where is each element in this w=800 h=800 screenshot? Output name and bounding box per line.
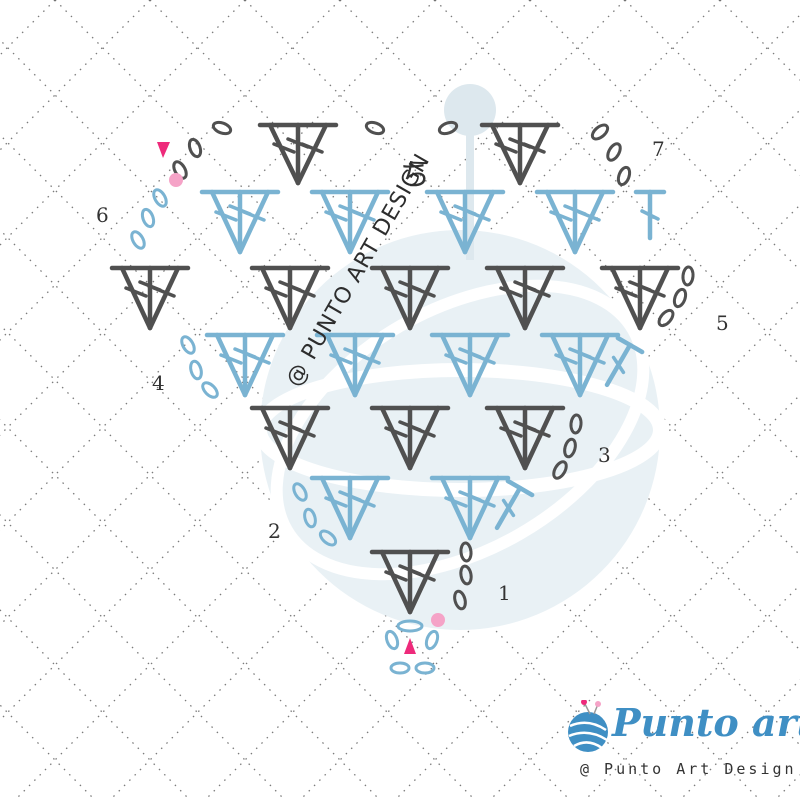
row-label-6: 6 xyxy=(96,203,109,227)
row-4-cluster xyxy=(204,332,286,398)
join-dot-bottom xyxy=(431,613,445,627)
slip-stitch-symbol: ち xyxy=(400,158,430,193)
row-5-chain xyxy=(657,265,695,328)
row-6-cluster xyxy=(309,189,391,255)
row-2-turn-stitch xyxy=(494,478,535,531)
row-label-3: 3 xyxy=(598,443,611,467)
row-5-cluster xyxy=(484,265,566,331)
row-5-cluster xyxy=(369,265,451,331)
row-7-cluster xyxy=(479,122,561,186)
row-6-cluster xyxy=(534,189,616,255)
row-3-cluster xyxy=(484,405,566,471)
row-4-turn-stitch xyxy=(604,335,645,388)
row-1-cluster xyxy=(369,549,451,615)
row-6-chain xyxy=(130,188,168,250)
yarn-ball-icon xyxy=(568,700,608,752)
row-3-cluster xyxy=(249,405,331,471)
row-2-cluster xyxy=(309,475,391,541)
row-label-7: 7 xyxy=(652,137,665,161)
row-1-chain xyxy=(453,541,473,611)
brand-handle: @ Punto Art Design xyxy=(580,760,797,778)
row-4-cluster xyxy=(539,332,621,398)
row-6-cluster xyxy=(199,189,281,255)
row-labels: 1 2 3 4 5 6 7 xyxy=(96,137,729,605)
row-7-cluster xyxy=(257,122,339,186)
row-6-cluster xyxy=(424,189,506,255)
row-3-chain xyxy=(552,413,583,480)
row-4-cluster xyxy=(314,332,396,398)
row-label-2: 2 xyxy=(268,519,281,543)
row-5-cluster xyxy=(599,265,681,331)
row-2-cluster xyxy=(429,475,511,541)
row-3-cluster xyxy=(369,405,451,471)
row-label-5: 5 xyxy=(716,311,729,335)
row-4-cluster xyxy=(429,332,511,398)
start-markers xyxy=(157,142,445,654)
brand-logo xyxy=(568,700,608,752)
row-4-chain xyxy=(180,335,219,399)
join-dot-top xyxy=(169,173,183,187)
start-marker-bottom xyxy=(404,638,416,654)
row-label-4: 4 xyxy=(152,371,165,395)
row-2-chain xyxy=(292,482,338,547)
stitch-symbols xyxy=(109,120,695,675)
row-7-chain xyxy=(364,120,632,187)
row-5-cluster xyxy=(249,265,331,331)
brand-name: Punto art xyxy=(612,700,800,745)
row-label-1: 1 xyxy=(498,581,511,605)
start-marker-top xyxy=(157,142,170,158)
foundation-ring xyxy=(384,629,440,675)
row-6-turn-stitch xyxy=(633,189,667,241)
row-5-cluster xyxy=(109,265,191,331)
row-7-chain xyxy=(172,120,233,180)
